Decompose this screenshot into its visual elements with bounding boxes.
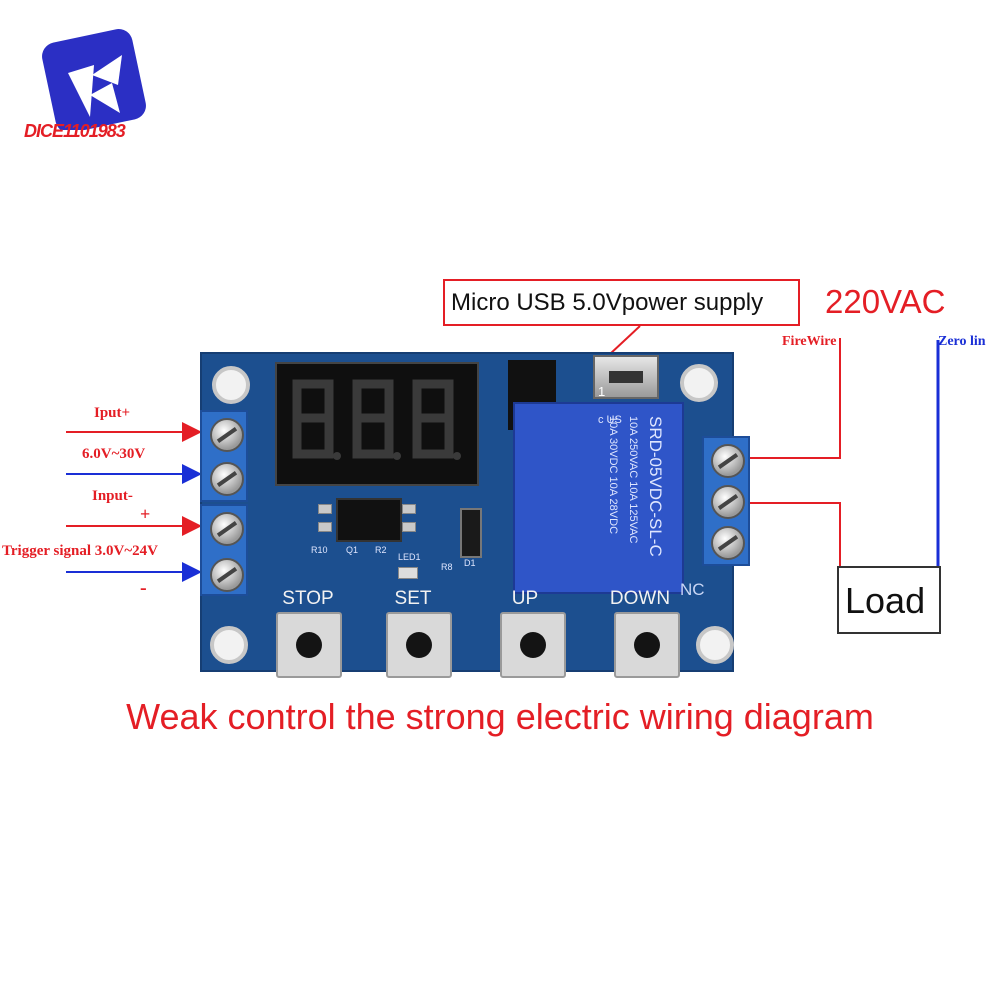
nc-label: NC: [680, 580, 705, 599]
r10-label: R10: [311, 545, 328, 555]
input-minus-label: Input-: [92, 488, 133, 504]
q1-label: Q1: [346, 545, 359, 555]
mount-hole-bl: [210, 626, 248, 664]
trigger-plus-screw-icon: [210, 512, 244, 546]
r8-label: R8: [441, 562, 453, 572]
up-button[interactable]: [500, 612, 566, 678]
led1: [398, 567, 418, 579]
led1-label: LED1: [398, 552, 421, 562]
display-digits: [292, 379, 461, 460]
relay-rating-right: 10A 30VDC 10A 28VDC: [607, 416, 619, 535]
trigger-signal-label: Trigger signal 3.0V~24V: [2, 543, 158, 559]
ic-chip: [336, 498, 402, 542]
mount-hole-tl: [212, 366, 250, 404]
brand-logo: DICE1101983: [24, 25, 155, 160]
load-wire: [750, 502, 841, 566]
fire-wire: [750, 338, 841, 459]
voltage-range-label: 6.0V~30V: [82, 446, 146, 462]
usb-label-box: Micro USB 5.0Vpower supply: [443, 279, 800, 326]
set-button[interactable]: [386, 612, 452, 678]
d1-label: D1: [464, 558, 476, 568]
set-button-label: SET: [394, 588, 432, 609]
output-screw-3-icon: [711, 526, 745, 560]
down-button[interactable]: [614, 612, 680, 678]
diagram-title: Weak control the strong electric wiring …: [126, 696, 874, 737]
input-terminal-block: [200, 410, 248, 502]
input-minus-screw-icon: [210, 462, 244, 496]
relay-rating-left: 10A 250VAC 10A 125VAC: [627, 416, 639, 544]
r2-label: R2: [375, 545, 387, 555]
trigger-terminal-block: [200, 504, 248, 596]
trigger-plus-label: +: [140, 504, 151, 524]
relay: SRD-05VDC-SL-C 10A 250VAC 10A 125VAC 10A…: [513, 402, 684, 594]
ac-voltage-label: 220VAC: [825, 283, 946, 320]
load-label: Load: [845, 580, 926, 621]
output-screw-1-icon: [711, 444, 745, 478]
usb-pointer: [609, 325, 641, 355]
stop-button[interactable]: [276, 612, 342, 678]
relay-model-label: SRD-05VDC-SL-C: [646, 416, 665, 557]
micro-usb-port: [593, 355, 659, 399]
load-box: Load: [837, 566, 941, 634]
stop-button-label: STOP: [282, 588, 334, 609]
logo-text: DICE1101983: [24, 121, 126, 141]
relay-cus-label: c US: [598, 414, 622, 426]
usb-label: Micro USB 5.0Vpower supply: [451, 289, 764, 316]
logo-badge-icon: [42, 29, 146, 130]
output-terminal-block: [702, 436, 750, 566]
trigger-minus-screw-icon: [210, 558, 244, 592]
trigger-minus-label: -: [140, 577, 147, 599]
zero-line-label: Zero lin: [938, 334, 986, 349]
down-button-label: DOWN: [609, 588, 671, 609]
mount-hole-br: [696, 626, 734, 664]
up-button-label: UP: [511, 588, 539, 609]
output-screw-2-icon: [711, 485, 745, 519]
diode-d1: [460, 508, 482, 558]
input-plus-screw-icon: [210, 418, 244, 452]
mount-hole-tr: [680, 364, 718, 402]
input-plus-label: Iput+: [94, 405, 131, 421]
fire-wire-label: FireWire: [782, 334, 837, 349]
relay-pin1-label: 1: [598, 384, 606, 399]
